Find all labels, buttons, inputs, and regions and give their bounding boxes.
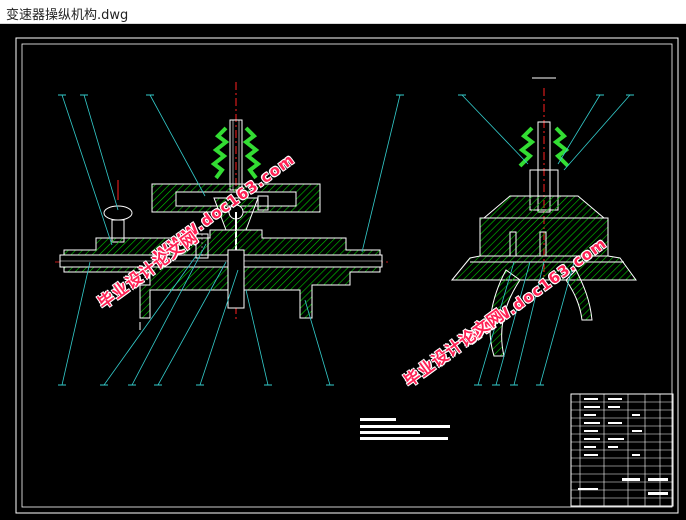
boot-right-view-right [552, 126, 570, 168]
side-cover-dome [482, 195, 606, 219]
boot-right-view-left [518, 126, 536, 168]
leader-8 [157, 261, 227, 386]
leader-1 [61, 94, 113, 246]
leader-11 [304, 299, 331, 386]
leader-6 [103, 255, 197, 386]
boot-right-side [242, 126, 262, 180]
leader-r2 [557, 94, 601, 165]
leader-r3 [563, 94, 631, 171]
leader-2 [83, 94, 119, 211]
main-housing [63, 229, 381, 319]
leader-9 [199, 269, 239, 386]
leader-r7 [539, 261, 575, 386]
drawing-canvas[interactable]: WWW.doc163.com 毕业设计论文网 WWW.doc163.com 毕业… [0, 24, 686, 520]
shift-fork-right [565, 269, 593, 321]
fork-stem [227, 249, 245, 309]
window-titlebar: 变速器操纵机构.dwg [0, 0, 686, 24]
leader-3 [149, 94, 206, 197]
leader-7 [131, 243, 207, 386]
window-title: 变速器操纵机构.dwg [6, 8, 129, 23]
drawing-frame-outer [15, 37, 679, 514]
boot-left-side [210, 126, 230, 180]
leader-r5 [495, 261, 531, 386]
leader-r6 [513, 261, 545, 386]
lock-screw [257, 195, 269, 211]
technical-notes [360, 418, 450, 440]
leader-5 [61, 261, 91, 386]
leader-4 [361, 94, 401, 253]
front-section-view [55, 82, 404, 386]
side-section-view [450, 77, 637, 386]
cad-drawing [15, 37, 679, 514]
title-block [570, 393, 674, 507]
leader-r4 [477, 261, 515, 386]
shift-knob-left [103, 205, 133, 221]
leader-10 [245, 289, 269, 386]
drawing-frame-inner [21, 43, 673, 508]
leader-r1 [461, 94, 529, 165]
